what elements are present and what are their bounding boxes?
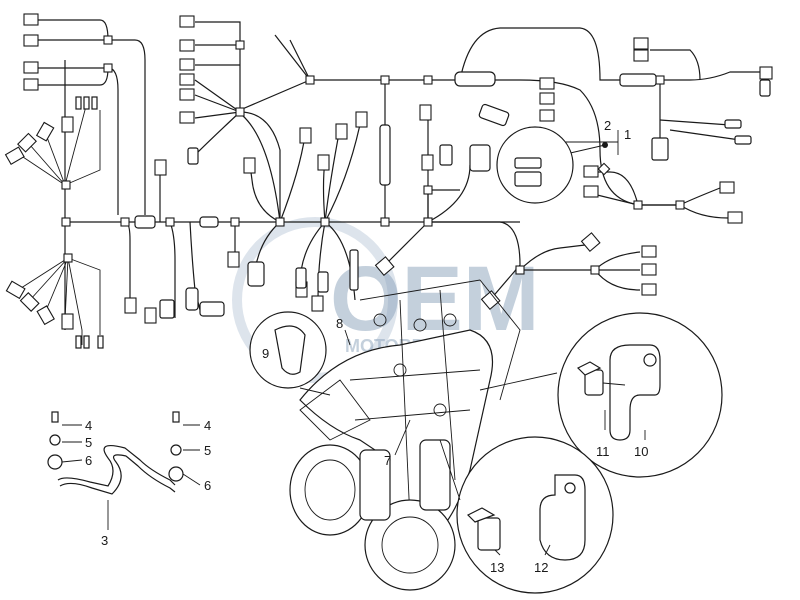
callout-5b: 5 — [204, 443, 211, 458]
callout-10: 10 — [634, 444, 648, 459]
detail-circle-connectors — [496, 126, 608, 204]
watermark-brand: OEM — [330, 248, 540, 350]
detail-circle-bracket-upper — [479, 312, 723, 478]
callout-1: 1 — [624, 127, 631, 142]
callout-4a: 4 — [85, 418, 92, 433]
battery-cable-set — [47, 411, 201, 530]
callout-5a: 5 — [85, 435, 92, 450]
leader-lines — [344, 329, 646, 556]
callout-labels: 1 2 3 4 4 5 5 6 6 7 8 9 10 11 12 13 — [85, 118, 648, 575]
callout-6b: 6 — [204, 478, 211, 493]
callout-4b: 4 — [204, 418, 211, 433]
connector-boxes — [4, 13, 743, 330]
callout-13: 13 — [490, 560, 504, 575]
callout-8: 8 — [336, 316, 343, 331]
callout-3: 3 — [101, 533, 108, 548]
callout-7: 7 — [384, 453, 391, 468]
scooter-front-assembly — [289, 279, 521, 591]
callout-6a: 6 — [85, 453, 92, 468]
harness-plugs — [75, 71, 771, 349]
callout-12: 12 — [534, 560, 548, 575]
junction-nodes — [61, 35, 773, 275]
callout-9: 9 — [262, 346, 269, 361]
callout-2: 2 — [604, 118, 611, 133]
detail-circle-bracket-lower — [439, 436, 614, 594]
detail-circle-clip — [249, 311, 331, 396]
callout-11: 11 — [596, 444, 610, 459]
